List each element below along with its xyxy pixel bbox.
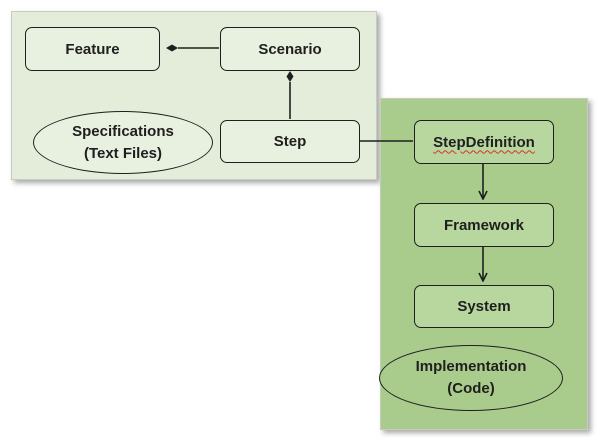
specifications-oval-line1: Specifications	[72, 122, 174, 140]
specifications-oval: Specifications (Text Files)	[33, 111, 213, 174]
implementation-panel: StepDefinition Framework System Implemen…	[379, 98, 588, 430]
step-definition-label: StepDefinition	[433, 133, 535, 151]
system-box: System	[414, 285, 554, 328]
step-box: Step	[220, 120, 360, 163]
specification-panel: Feature Scenario Step Specifications (Te…	[11, 11, 377, 180]
feature-box: Feature	[25, 27, 160, 71]
step-definition-box: StepDefinition	[414, 120, 554, 164]
specifications-oval-line2: (Text Files)	[83, 144, 163, 162]
implementation-oval: Implementation (Code)	[379, 345, 563, 411]
implementation-oval-line2: (Code)	[447, 380, 495, 397]
framework-box: Framework	[414, 203, 554, 247]
scenario-box: Scenario	[220, 27, 360, 71]
implementation-oval-line1: Implementation	[415, 358, 527, 375]
